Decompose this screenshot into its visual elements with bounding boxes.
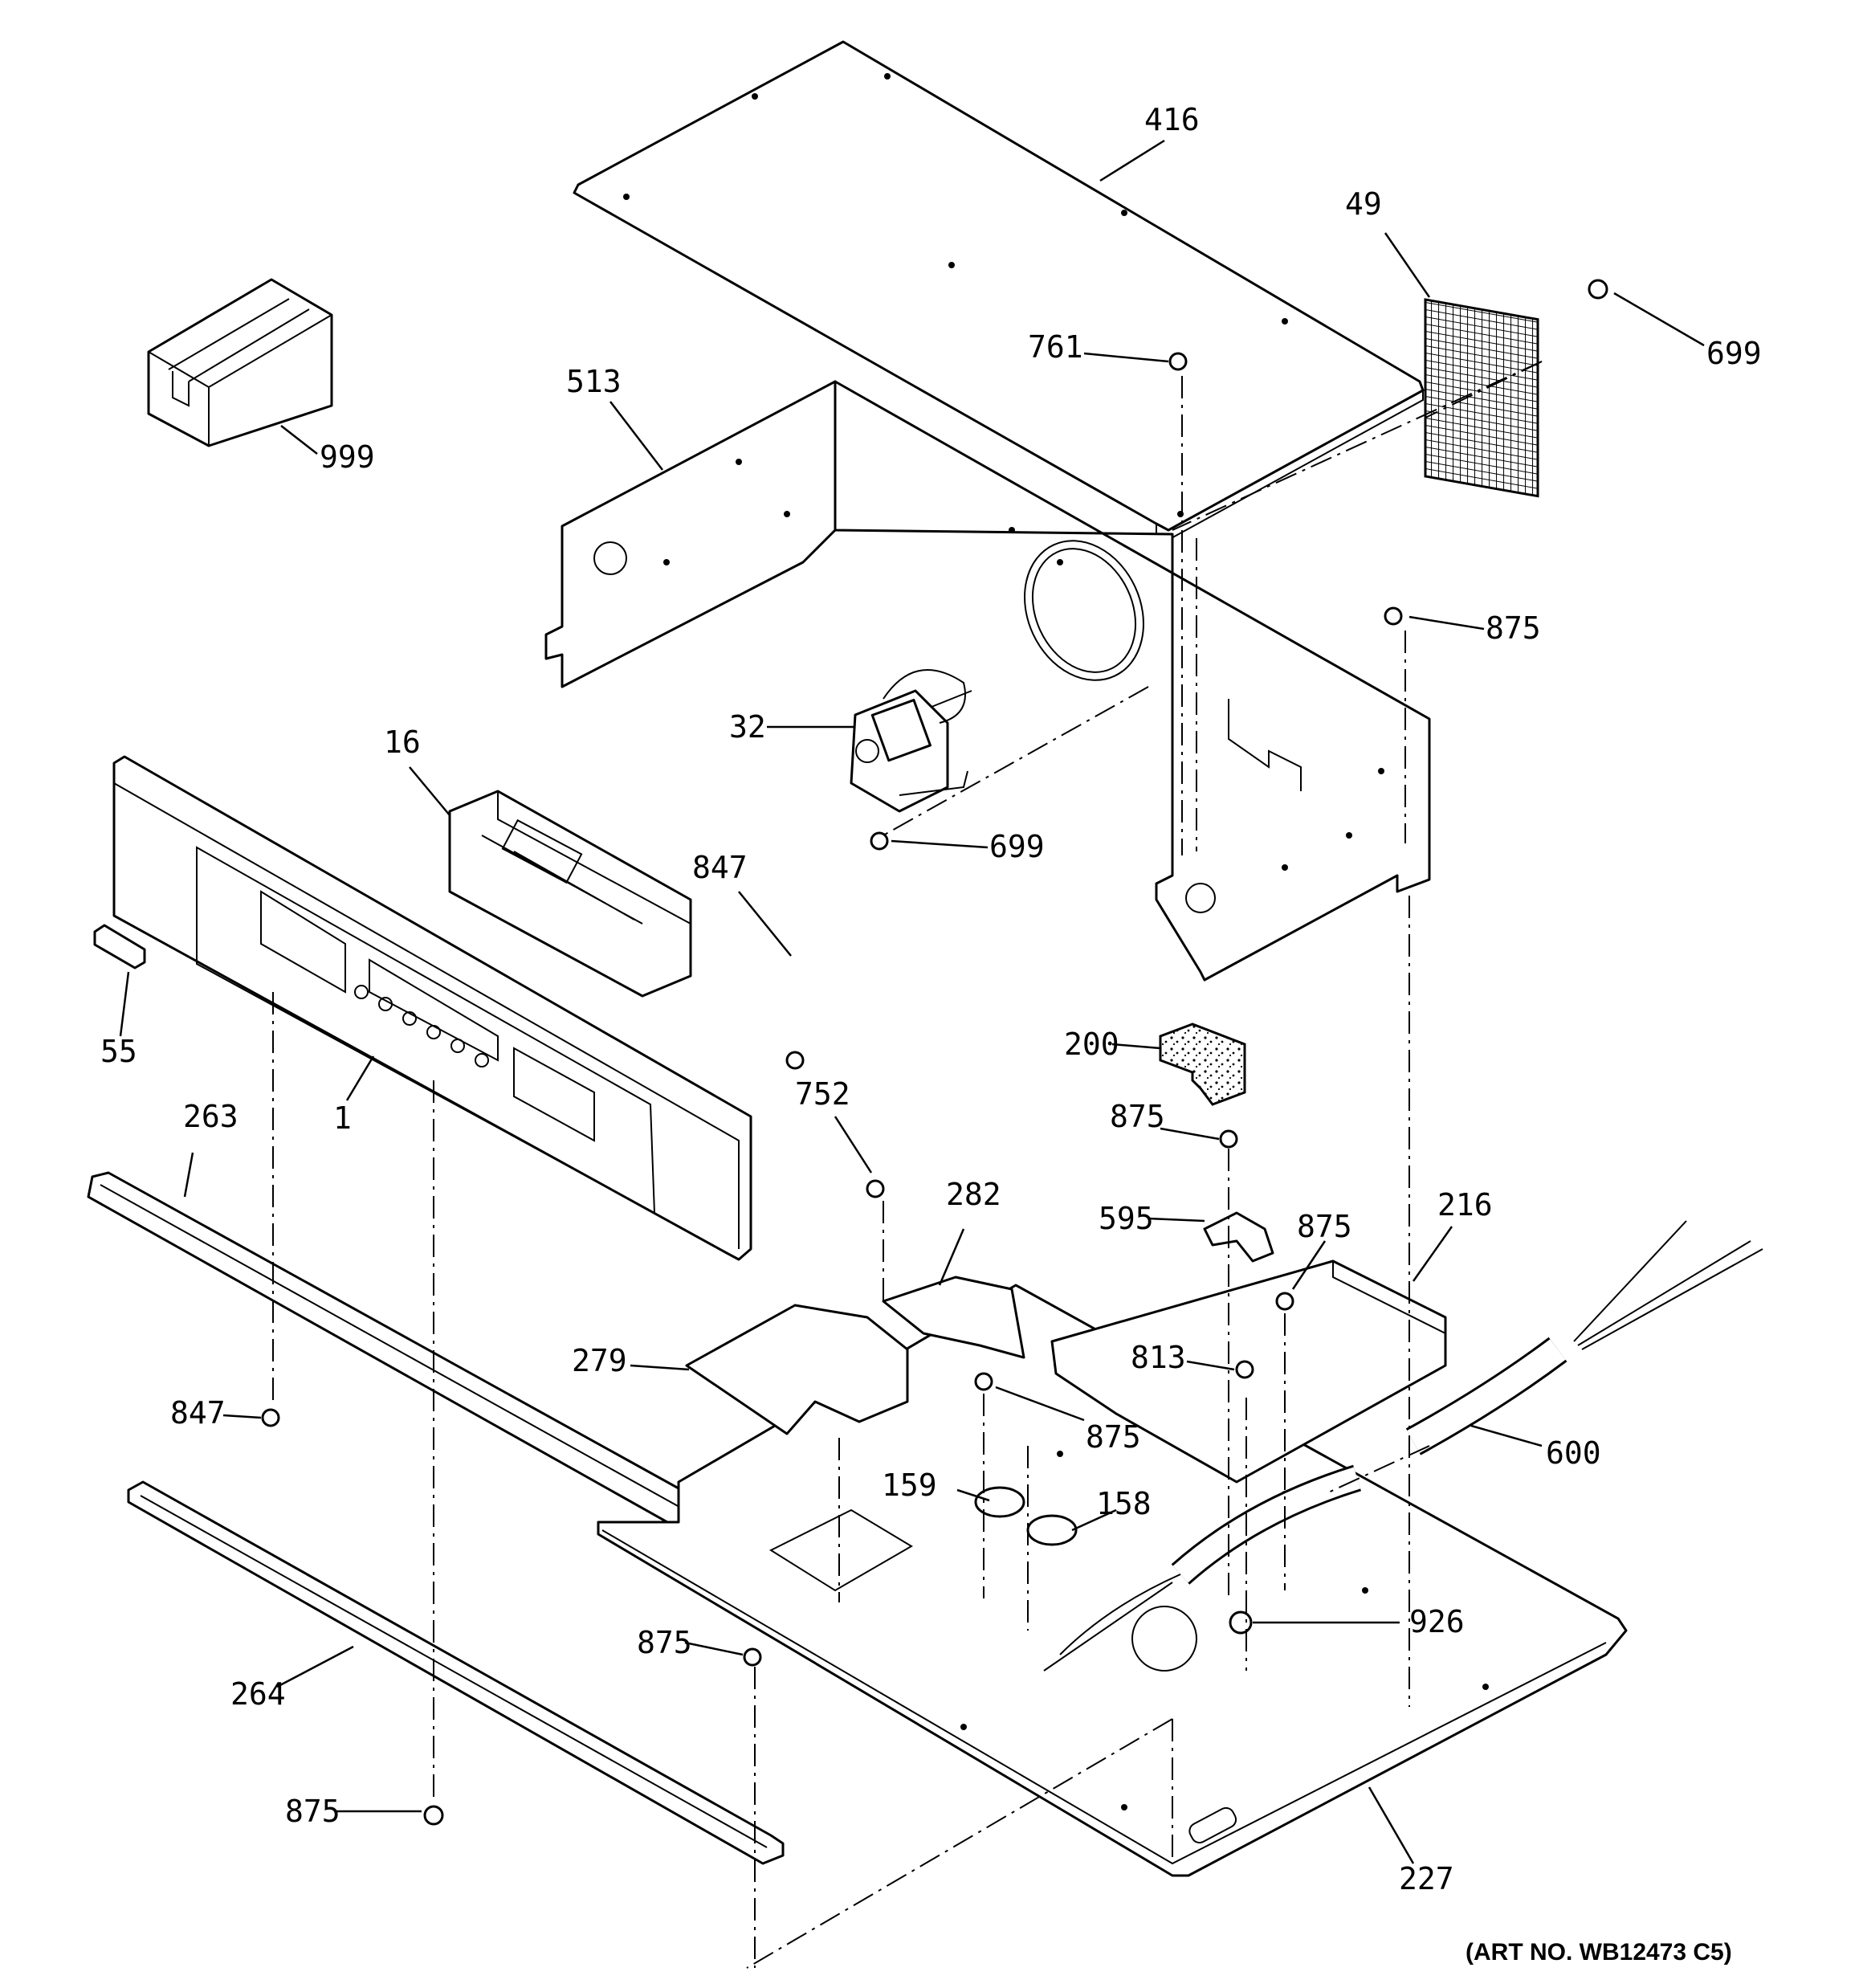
part-label-263: 263 [183,1099,238,1134]
part-label-282: 282 [946,1177,1001,1212]
screw-icons [261,279,1608,1826]
part-label-600: 600 [1546,1435,1601,1471]
part-label-875: 875 [1297,1209,1352,1244]
clamp-595 [1203,1211,1274,1263]
mesh-screen-49 [1424,298,1539,498]
part-label-875: 875 [637,1625,692,1660]
base-plate-227 [597,1284,1628,1877]
part-label-761: 761 [1028,329,1083,365]
part-label-55: 55 [100,1034,137,1069]
part-label-875: 875 [1110,1099,1165,1134]
part-label-999: 999 [320,439,375,475]
part-label-32: 32 [729,709,766,745]
part-label-216: 216 [1437,1187,1493,1223]
part-label-875: 875 [285,1794,340,1829]
part-label-1: 1 [333,1100,352,1136]
bracket-264 [127,1480,785,1865]
part-label-813: 813 [1131,1340,1186,1375]
part-label-279: 279 [572,1343,627,1378]
control-panel-1 [112,755,752,1261]
part-label-200: 200 [1064,1027,1119,1062]
part-label-159: 159 [882,1468,937,1503]
part-label-847: 847 [692,850,748,885]
part-label-16: 16 [384,725,421,760]
fan-motor-32 [850,669,972,813]
wire-harness-600 [1043,1220,1763,1672]
part-label-875: 875 [1486,610,1541,646]
part-label-699: 699 [989,829,1045,864]
grommet-926 [1229,1610,1253,1635]
part-label-158: 158 [1096,1486,1152,1521]
part-label-595: 595 [1099,1201,1154,1236]
part-label-875: 875 [1086,1419,1141,1455]
insulation-block-200 [1159,1023,1246,1106]
part-label-49: 49 [1345,186,1382,222]
art-number: (ART NO. WB12473 C5) [1466,1939,1732,1966]
part-labels: 416 49 699 761 513 999 875 16 32 699 847… [100,102,1762,1966]
top-cover-416 [573,40,1425,541]
package-box-999 [147,278,333,447]
assembly-lines [272,361,1543,1969]
part-label-227: 227 [1399,1861,1454,1896]
part-label-264: 264 [230,1676,286,1712]
wrapper-513 [544,380,1431,982]
duct-279-282 [685,1276,1025,1435]
thermostats-159-158 [974,1486,1078,1546]
part-label-513: 513 [566,364,622,399]
part-label-926: 926 [1409,1604,1465,1639]
part-label-752: 752 [795,1076,850,1112]
part-label-699: 699 [1706,336,1762,371]
badge-55 [93,924,146,970]
control-board-16 [448,790,692,998]
leader-lines [119,139,1705,1864]
part-label-416: 416 [1144,102,1200,137]
part-label-847: 847 [170,1395,226,1431]
